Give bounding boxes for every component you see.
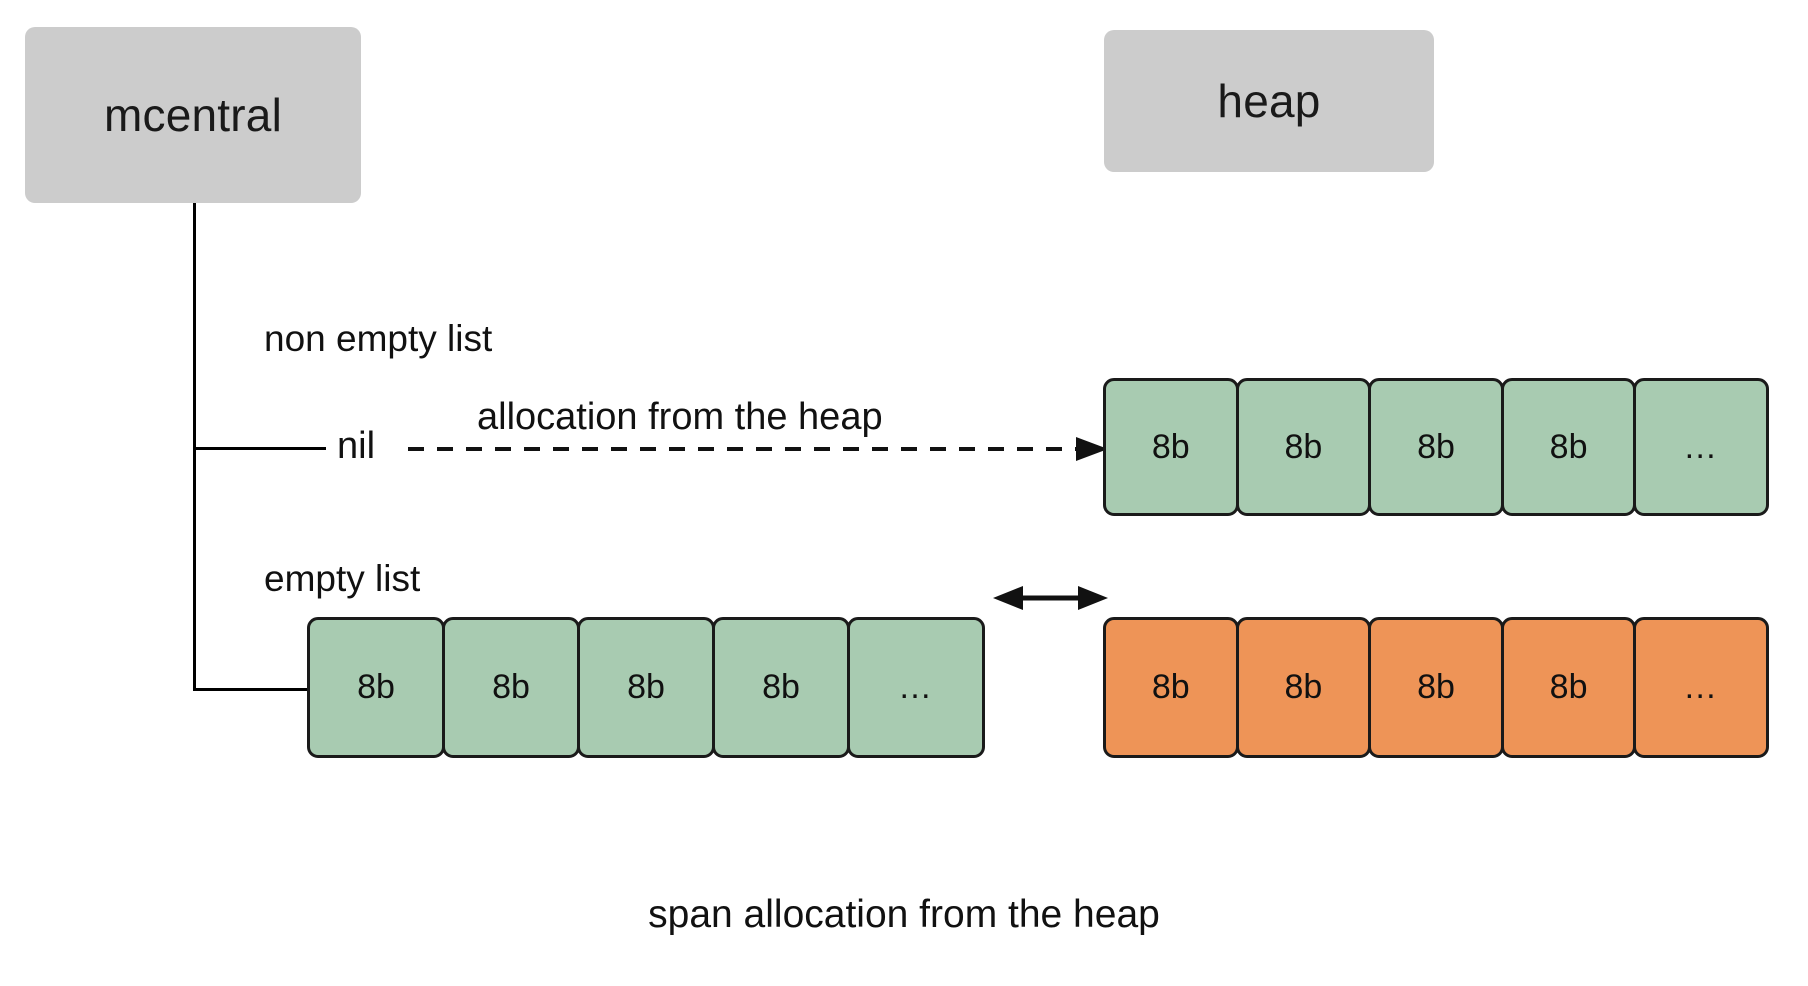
connector-branch-non-empty-list [193, 447, 326, 450]
label-non-empty-list: non empty list [264, 318, 493, 359]
span-cell: 8b [1368, 378, 1504, 516]
span-cell: 8b [1500, 617, 1637, 758]
double-headed-arrow-icon [993, 586, 1108, 610]
span-cell-label: 8b [1151, 668, 1190, 706]
span-cell-label: 8b [1549, 668, 1588, 706]
span-cell: 8b [712, 617, 850, 758]
span-cell: 8b [1103, 378, 1239, 516]
span-cell-label: … [898, 668, 934, 706]
span-cell: 8b [1235, 617, 1372, 758]
span-cell-ellipsis: … [1633, 617, 1769, 758]
span-cell: 8b [1500, 378, 1637, 516]
span-cell: 8b [1103, 617, 1239, 758]
label-nil: nil [337, 425, 376, 467]
span-row-heap-orange: 8b 8b 8b 8b … [1103, 617, 1781, 758]
span-cell-label: … [1683, 668, 1720, 706]
node-mcentral: mcentral [25, 27, 361, 203]
span-row-heap-green: 8b 8b 8b 8b … [1103, 378, 1781, 516]
span-cell-label: 8b [1284, 427, 1323, 466]
span-cell-label: 8b [762, 668, 800, 706]
dashed-allocation-arrow-icon [408, 437, 1108, 461]
span-cell-label: 8b [492, 668, 530, 706]
node-heap: heap [1104, 30, 1434, 172]
span-cell-label: 8b [357, 668, 395, 706]
span-cell-label: 8b [1549, 427, 1588, 466]
span-cell: 8b [442, 617, 580, 758]
span-cell-label: 8b [1417, 427, 1455, 466]
span-cell-ellipsis: … [847, 617, 985, 758]
span-cell-label: 8b [1151, 427, 1190, 466]
connector-branch-empty-list [193, 688, 313, 691]
span-cell: 8b [307, 617, 445, 758]
diagram-caption: span allocation from the heap [648, 893, 1160, 936]
label-allocation-from-the-heap: allocation from the heap [477, 396, 883, 438]
span-cell: 8b [1368, 617, 1504, 758]
span-cell-label: 8b [627, 668, 665, 706]
span-cell-label: … [1683, 427, 1720, 466]
span-cell-ellipsis: … [1633, 378, 1769, 516]
span-cell: 8b [577, 617, 715, 758]
span-cell: 8b [1235, 378, 1372, 516]
span-row-mcentral-empty-list: 8b 8b 8b 8b … [307, 617, 997, 758]
span-cell-label: 8b [1417, 668, 1455, 706]
label-empty-list: empty list [264, 558, 421, 599]
span-cell-label: 8b [1284, 668, 1323, 706]
